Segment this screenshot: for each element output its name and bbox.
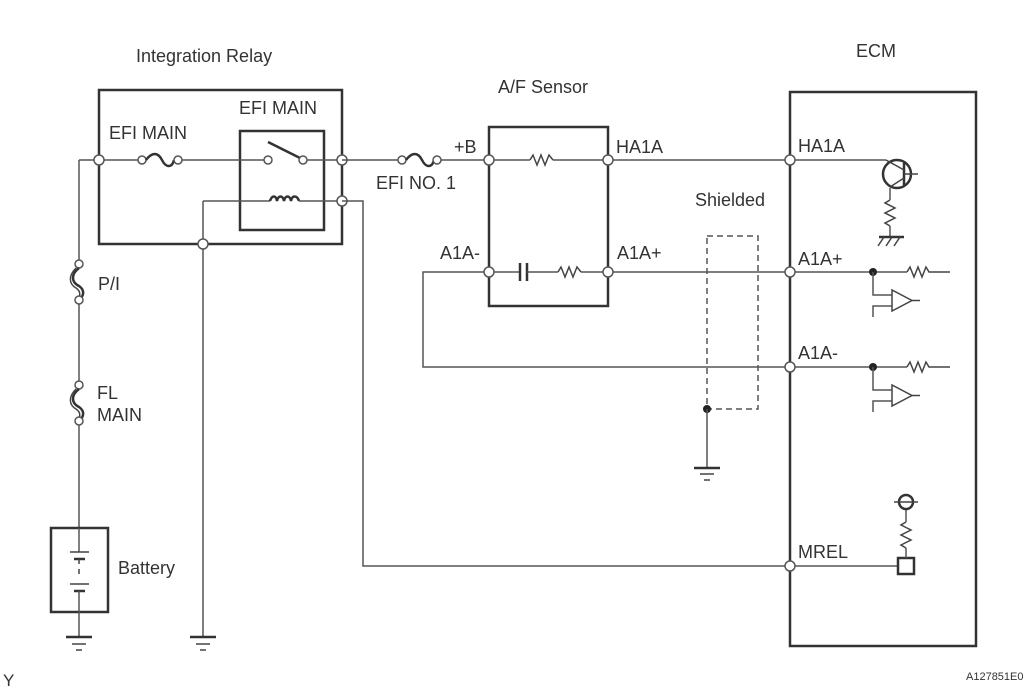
transistor-icon	[881, 158, 918, 190]
pi-fuse-icon	[69, 259, 85, 305]
capacitor-icon	[518, 263, 529, 281]
ecm-terminal-a1a-plus-label: A1A+	[798, 249, 843, 269]
integration-relay-box	[97, 88, 344, 246]
battery-icon	[70, 528, 89, 636]
corner-mark: Y	[3, 671, 14, 690]
relay-terminal-ground	[197, 238, 209, 250]
ground-icon	[190, 635, 216, 651]
efi-main-fuse-label: EFI MAIN	[109, 123, 187, 143]
emitter-resistor-icon	[883, 199, 897, 227]
sensor-terminal-a1a-minus-label: A1A-	[440, 243, 480, 263]
sensor-terminal-b	[483, 154, 495, 166]
amplifier-icon	[891, 383, 920, 408]
relay-switch-icon	[263, 140, 308, 165]
wire-mrel	[342, 200, 790, 567]
shielded-label: Shielded	[695, 190, 765, 210]
wire-a1a-minus-amp-in2	[872, 400, 892, 412]
amplifier-icon	[891, 288, 920, 313]
ecm-terminal-mrel-label: MREL	[798, 542, 848, 562]
wire-a1a-minus-amp-in1	[872, 367, 892, 391]
sensor-terminal-a1a-plus	[602, 266, 614, 278]
wire-a1a-plus-amp-in1	[872, 272, 892, 296]
ecm-terminal-a1a-minus	[784, 361, 796, 373]
pi-fuse-label: P/I	[98, 274, 120, 294]
wire-a1a-minus	[422, 271, 790, 368]
efi-no1-fuse-icon	[397, 152, 442, 168]
af-sensor-box	[487, 125, 610, 308]
relay-terminal-in	[93, 154, 105, 166]
af-sensor-title: A/F Sensor	[498, 77, 588, 97]
battery-label: Battery	[118, 558, 175, 578]
efi-main-relay-box	[238, 129, 326, 232]
shield-box	[706, 235, 759, 410]
efi-no1-label: EFI NO. 1	[376, 173, 456, 193]
fl-main-label-1: FL	[97, 383, 118, 403]
wire-a1a-plus-amp-in2	[872, 305, 892, 317]
sensor-terminal-a1a-plus-label: A1A+	[617, 243, 662, 263]
fl-main-label-2: MAIN	[97, 405, 142, 425]
figure-id: A127851E01	[966, 671, 1024, 683]
integration-relay-title: Integration Relay	[136, 46, 272, 66]
sensor-terminal-ha1a-label: HA1A	[616, 137, 663, 157]
sensor-terminal-b-label: +B	[454, 137, 477, 157]
sensor-terminal-ha1a	[602, 154, 614, 166]
a1a-plus-resistor-icon	[906, 264, 950, 280]
heater-resistor-icon	[529, 152, 554, 168]
ecm-terminal-a1a-plus	[784, 266, 796, 278]
ecm-title: ECM	[856, 41, 896, 61]
ground-icon	[66, 635, 92, 651]
mrel-driver-icon	[896, 556, 916, 576]
chassis-ground-icon	[877, 235, 904, 247]
fl-main-fuse-icon	[69, 380, 85, 426]
ecm-terminal-ha1a	[784, 154, 796, 166]
ground-icon	[694, 466, 720, 481]
relay-coil-icon	[268, 195, 301, 202]
sensor-terminal-a1a-minus	[483, 266, 495, 278]
a1a-minus-resistor-icon	[906, 359, 950, 375]
efi-main-fuse-icon	[137, 152, 183, 168]
power-supply-icon	[894, 493, 918, 511]
ecm-terminal-mrel	[784, 560, 796, 572]
mrel-resistor-icon	[899, 521, 913, 549]
ecm-terminal-a1a-minus-label: A1A-	[798, 343, 838, 363]
sensor-resistor-icon	[557, 264, 582, 280]
ecm-terminal-ha1a-label: HA1A	[798, 136, 845, 156]
efi-main-relay-label: EFI MAIN	[239, 98, 317, 118]
